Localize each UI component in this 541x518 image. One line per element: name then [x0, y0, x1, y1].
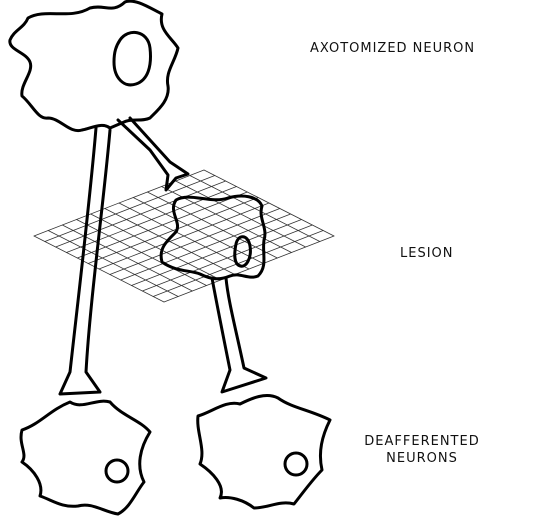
lesion-grid-line [110, 209, 280, 275]
lesion-neuron-soma [161, 196, 265, 279]
deafferented-neuron-right-soma [198, 396, 330, 508]
lesion-grid-line [204, 170, 334, 236]
lesion-grid-line [133, 198, 263, 264]
axotomized-neuron-cut-branch [118, 118, 188, 190]
deafferented-neuron-left-soma [21, 401, 150, 514]
lesion-neuron-axon [212, 278, 266, 392]
deafferented-neurons-label: DEAFFERENTED NEURONS [362, 433, 482, 467]
deafferented-label-line1: DEAFFERENTED [362, 433, 482, 450]
lesion-grid-line [119, 203, 249, 269]
deafferented-neuron-right [198, 396, 330, 508]
lesion-grid-line [132, 220, 302, 286]
axotomized-neuron [10, 1, 188, 394]
lesion-label: LESION [400, 245, 454, 262]
lesion-grid-line [190, 176, 320, 242]
deafferented-neuron-left-nucleus [106, 460, 128, 482]
deafferented-neuron-right-nucleus [285, 453, 307, 475]
axotomized-neuron-soma [10, 1, 178, 131]
deafferented-label-line2: NEURONS [362, 450, 482, 467]
deafferented-neuron-left [21, 401, 150, 514]
axotomized-neuron-axon [60, 128, 110, 394]
axotomized-neuron-label: AXOTOMIZED NEURON [310, 40, 475, 57]
lesion-grid-line [121, 214, 291, 280]
lesion-grid-line [162, 187, 292, 253]
axotomized-neuron-nucleus [114, 32, 150, 84]
